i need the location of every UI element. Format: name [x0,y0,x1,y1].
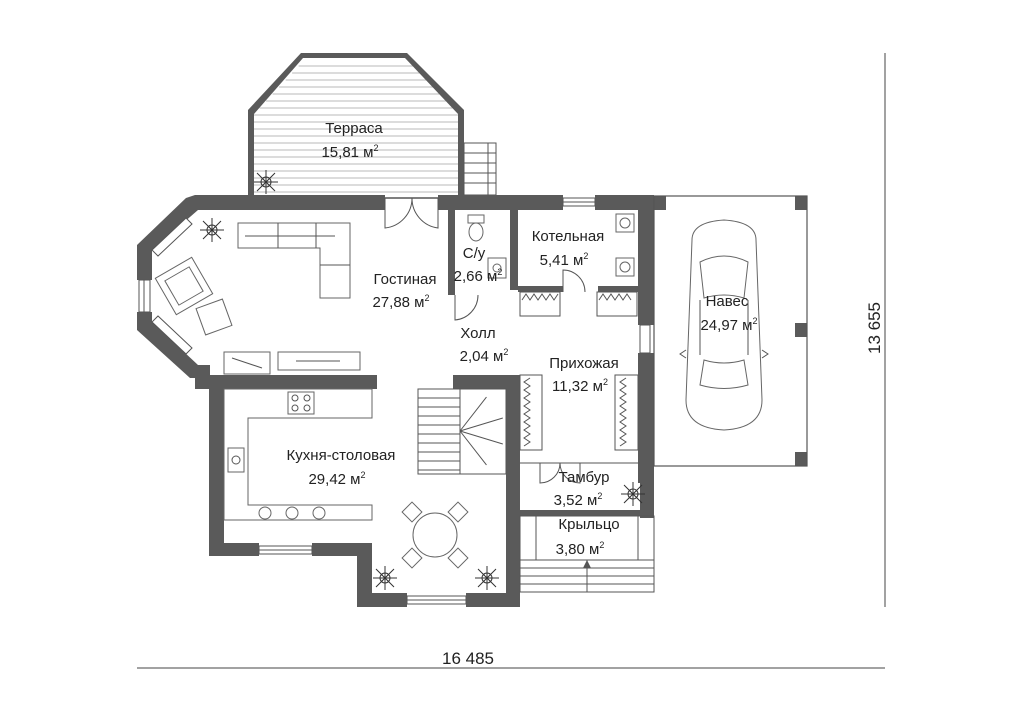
room-name: Тамбур [559,469,610,486]
label-boiler: Котельная 5,41 м2 [532,228,605,269]
closets [519,291,639,451]
room-area: 5,41 м2 [540,251,589,269]
room-name: Кухня-столовая [287,447,396,464]
room-name: Холл [460,325,495,342]
porch-steps [519,515,655,593]
windows [138,197,651,605]
label-entrance-hall: Прихожая 11,32 м2 [549,355,619,395]
armchair [154,256,214,316]
room-area: 11,32 м2 [552,377,608,395]
room-name: С/у [463,245,486,262]
stair-tread [459,430,503,445]
label-carport: Навес 24,97 м2 [700,293,757,334]
terrace-area [248,53,497,199]
sink-icon [487,257,507,279]
dimension-height: 13 655 [865,53,886,607]
walls [137,195,807,607]
room-name: Прихожая [549,355,619,372]
label-porch: Крыльцо 3,80 м2 [556,516,620,558]
room-area: 15,81 м2 [321,143,378,161]
room-area: 3,52 м2 [554,491,603,509]
room-name: Котельная [532,228,605,245]
label-kitchen: Кухня-столовая 29,42 м2 [287,447,396,488]
room-area: 2,66 м2 [454,267,503,285]
plant-icon [254,170,278,194]
label-living: Гостиная 27,88 м2 [372,271,436,311]
plant-icon [200,218,224,242]
label-hall: Холл 2,04 м2 [460,325,509,365]
plant-icon [475,566,499,590]
stairs [417,388,507,475]
doors [384,197,640,484]
room-area: 3,80 м2 [556,540,605,558]
label-terrace: Терраса 15,81 м2 [321,120,383,161]
boiler-icon [615,213,635,277]
label-wc: С/у 2,66 м2 [454,245,503,285]
ottoman [195,298,233,336]
tv-stand [223,351,361,375]
terrace-steps [463,142,497,196]
dimension-width: 16 485 [137,649,885,669]
svg-text:16 485: 16 485 [442,649,494,668]
room-name: Терраса [325,120,383,137]
dining-table [401,501,469,569]
room-area: 2,04 м2 [460,347,509,365]
stair-tread [459,417,503,432]
stair-tread [459,430,487,466]
room-name: Навес [706,293,749,310]
stair-tread [459,396,487,432]
room-name: Крыльцо [558,516,619,533]
svg-text:13 655: 13 655 [865,302,884,354]
room-area: 27,88 м2 [372,293,429,311]
toilet-icon [467,214,485,242]
plant-icon [373,566,397,590]
carport-outline [653,195,808,467]
car-icon [679,219,769,431]
room-area: 29,42 м2 [308,470,365,488]
label-vestibule: Тамбур 3,52 м2 [554,469,610,509]
room-name: Гостиная [374,271,437,288]
sofa [237,222,351,299]
room-area: 24,97 м2 [700,316,757,334]
plant-icon [621,482,645,506]
kitchen-counter [223,388,373,521]
